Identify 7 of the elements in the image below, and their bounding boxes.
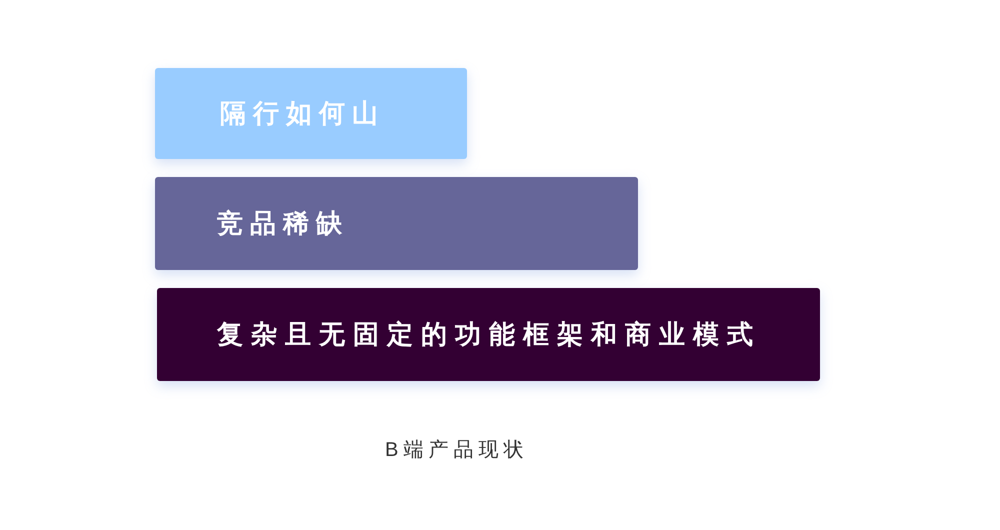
bar — [157, 288, 820, 381]
caption: B端产品现状 — [385, 438, 528, 462]
bar — [155, 68, 467, 159]
bar-label: 复杂且无固定的功能框架和商业模式 — [217, 318, 761, 350]
bar-label: 隔行如何山 — [220, 98, 385, 130]
bar — [155, 177, 638, 270]
bar-label: 竞品稀缺 — [217, 208, 349, 240]
